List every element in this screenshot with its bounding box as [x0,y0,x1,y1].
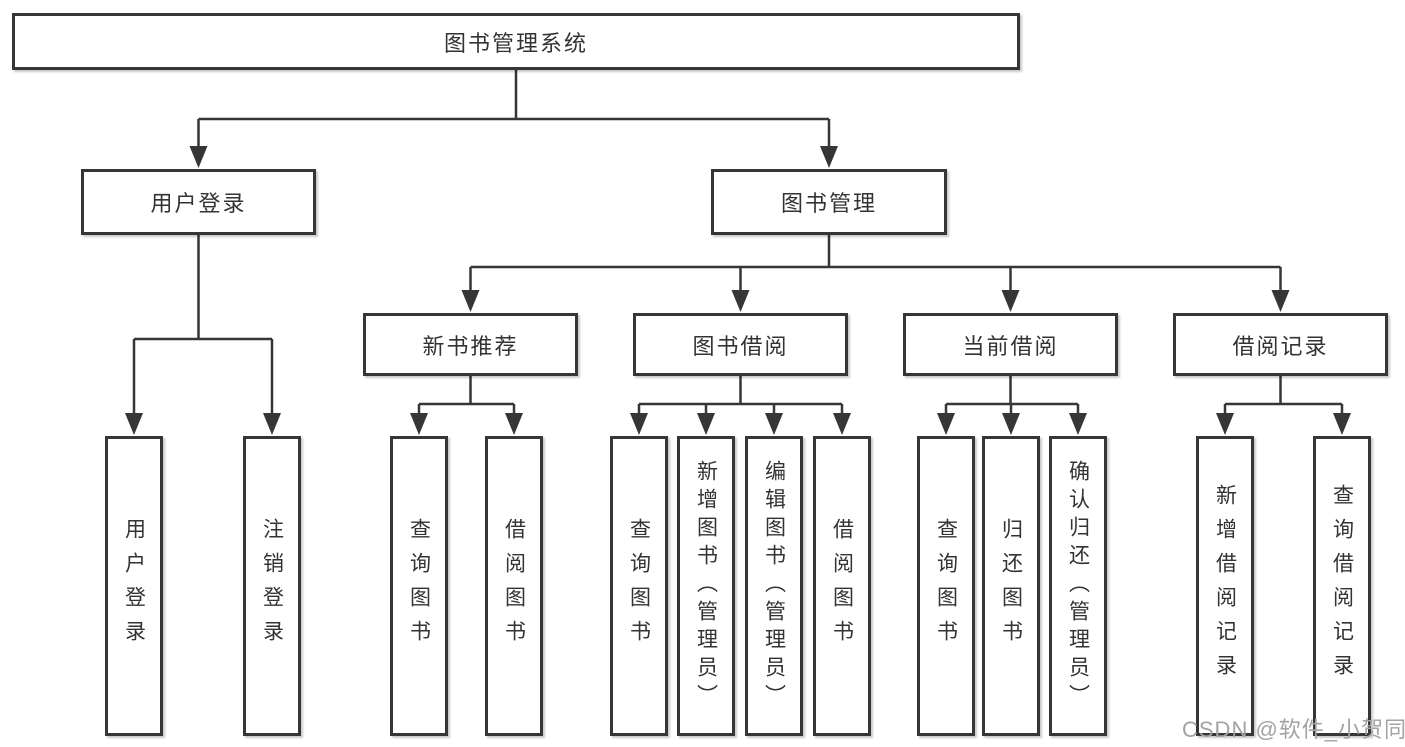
node-book-borrowing: 图书借阅 [633,313,848,376]
leaf-user-login: 用户登录 [105,436,163,736]
leaf-add-borrow-record: 新增借阅记录 [1196,436,1254,736]
node-user-login: 用户登录 [81,169,316,235]
leaf-add-books-admin: 新增图书（管理员） [677,436,735,736]
leaf-edit-books-admin: 编辑图书（管理员） [745,436,803,736]
leaf-confirm-return-admin: 确认归还（管理员） [1049,436,1107,736]
leaf-query-books-1: 查询图书 [390,436,448,736]
leaf-borrow-books-2: 借阅图书 [813,436,871,736]
node-current-borrowing: 当前借阅 [903,313,1118,376]
leaf-query-borrow-record: 查询借阅记录 [1313,436,1371,736]
leaf-logout: 注销登录 [243,436,301,736]
node-borrow-records: 借阅记录 [1173,313,1388,376]
leaf-query-books-3: 查询图书 [917,436,975,736]
node-new-book-recommend: 新书推荐 [363,313,578,376]
leaf-query-books-2: 查询图书 [610,436,668,736]
node-root: 图书管理系统 [12,13,1020,70]
leaf-borrow-books-1: 借阅图书 [485,436,543,736]
leaf-return-books: 归还图书 [982,436,1040,736]
csdn-watermark: CSDN @软件_小贺同学 [1182,717,1405,742]
node-book-management: 图书管理 [711,169,947,235]
